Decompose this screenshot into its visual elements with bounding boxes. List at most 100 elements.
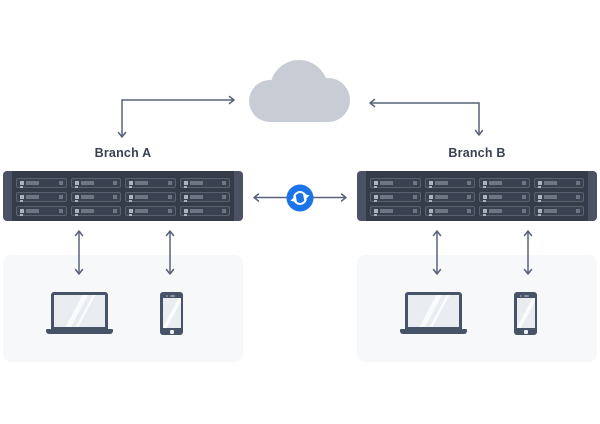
bay-led	[374, 194, 378, 199]
bay-button	[521, 180, 526, 185]
smartphone-icon	[514, 292, 537, 335]
bay-latch	[428, 200, 432, 202]
bay-led	[428, 180, 433, 185]
bay-handle	[380, 180, 393, 185]
bay-handle	[434, 208, 448, 213]
bay-led	[74, 194, 79, 199]
drive-bay	[479, 178, 530, 188]
bay-button	[576, 208, 580, 213]
bay-latch	[537, 214, 541, 216]
branch-b-label: Branch B	[448, 146, 506, 160]
bay-button	[222, 208, 226, 213]
bay-led	[483, 208, 487, 213]
bay-handle	[543, 180, 557, 185]
bay-led	[129, 208, 133, 213]
server-rack-branch-a	[3, 171, 243, 221]
bay-button	[167, 180, 172, 185]
laptop-base	[46, 329, 113, 334]
bay-button	[58, 180, 63, 185]
bay-led	[20, 194, 24, 199]
bay-latch	[74, 186, 78, 188]
bay-led	[374, 208, 378, 213]
bay-handle	[80, 208, 94, 213]
bay-handle	[135, 194, 148, 199]
bay-latch	[428, 214, 432, 216]
device-panel-branch-b	[357, 255, 597, 362]
bay-led	[183, 208, 188, 213]
bay-button	[576, 194, 580, 199]
bay-button	[167, 208, 172, 213]
drive-bay	[70, 206, 121, 216]
laptop-icon	[405, 292, 462, 330]
drive-bay	[533, 178, 584, 188]
bay-handle	[543, 208, 557, 213]
bay-latch	[374, 200, 377, 202]
bay-latch	[129, 186, 132, 188]
rack-bays-b	[366, 171, 588, 221]
bay-latch	[374, 186, 377, 188]
device-panel-branch-a	[3, 255, 243, 362]
bay-led	[74, 180, 79, 185]
drive-bay	[370, 206, 421, 216]
phone-camera-dot	[520, 294, 522, 297]
drive-bay	[479, 206, 530, 216]
bay-latch	[20, 186, 23, 188]
bay-latch	[183, 186, 187, 188]
bay-handle	[26, 194, 39, 199]
bay-button	[58, 194, 63, 199]
bay-led	[537, 208, 542, 213]
bay-led	[537, 194, 542, 199]
bay-latch	[483, 214, 486, 216]
bay-button	[467, 194, 471, 199]
phone-speaker-bar	[524, 294, 529, 297]
bay-latch	[183, 200, 187, 202]
bay-latch	[537, 200, 541, 202]
drive-bay	[179, 192, 230, 202]
bay-led	[183, 180, 188, 185]
bay-latch	[483, 186, 486, 188]
bay-handle	[189, 208, 203, 213]
drive-bay	[533, 192, 584, 202]
drive-bay	[424, 192, 475, 202]
bay-handle	[380, 208, 393, 213]
bay-button	[576, 180, 580, 185]
bay-led	[129, 180, 133, 185]
bay-led	[428, 194, 433, 199]
cloud-icon	[249, 60, 350, 122]
phone-screen	[162, 298, 181, 328]
bay-handle	[26, 180, 39, 185]
bay-handle	[489, 194, 502, 199]
bay-led	[374, 180, 378, 185]
drive-bay	[16, 192, 67, 202]
bay-latch	[20, 200, 23, 202]
bay-button	[521, 208, 526, 213]
rack-bays-a	[12, 171, 234, 221]
phone-home-button	[523, 329, 528, 334]
bay-button	[412, 180, 417, 185]
bay-led	[428, 208, 433, 213]
bay-handle	[434, 180, 448, 185]
bay-latch	[183, 214, 187, 216]
bay-button	[58, 208, 63, 213]
bay-button	[521, 194, 526, 199]
bay-led	[20, 180, 24, 185]
bay-led	[20, 208, 24, 213]
bay-latch	[129, 214, 132, 216]
drive-bay	[125, 178, 176, 188]
phone-screen	[516, 298, 535, 328]
drive-bay	[179, 206, 230, 216]
sync-icon	[286, 184, 314, 212]
branch-b-cloud-arrow	[369, 98, 484, 136]
bay-led	[483, 194, 487, 199]
bay-latch	[74, 200, 78, 202]
bay-latch	[428, 186, 432, 188]
phone-home-button	[169, 329, 174, 334]
drive-bay	[70, 192, 121, 202]
bay-latch	[374, 214, 377, 216]
bay-handle	[434, 194, 448, 199]
drive-bay	[533, 206, 584, 216]
drive-bay	[125, 206, 176, 216]
smartphone-icon	[160, 292, 183, 335]
bay-handle	[189, 180, 203, 185]
